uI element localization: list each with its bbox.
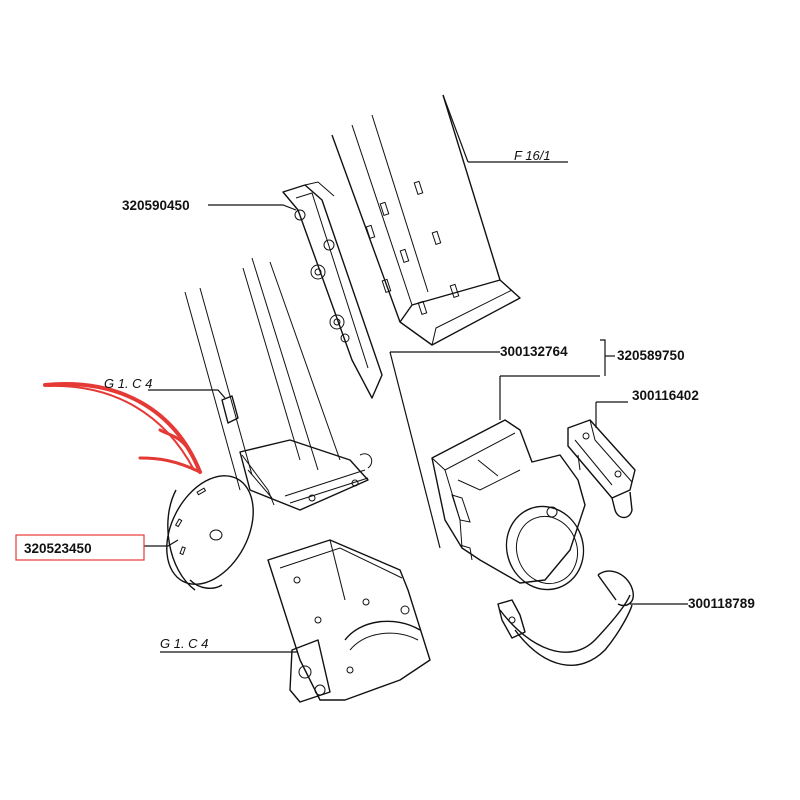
part-number-320589750[interactable]: 320589750 [617,348,685,363]
bracket-320590450-drawing [282,181,383,399]
part-number-300116402[interactable]: 300116402 [632,388,699,403]
plate-300116402-drawing [567,419,636,519]
left-duct-drawing [184,257,373,511]
part-number-320590450[interactable]: 320590450 [122,198,190,213]
leader-lines [144,94,688,653]
disc-320523450-drawing [166,475,254,591]
part-number-320523450[interactable]: 320523450 [24,541,92,556]
ref-f16-1: F 16/1 [514,148,551,163]
elbow-300132764-drawing [431,419,586,591]
ref-g1-c4-lower: G 1. C 4 [160,636,208,651]
highlight-box [15,534,145,561]
ref-g1-c4-upper: G 1. C 4 [104,376,152,391]
highlight-arrow [43,382,202,474]
part-number-300132764[interactable]: 300132764 [500,344,568,359]
part-number-300118789[interactable]: 300118789 [688,596,755,611]
clamp-300118789-drawing [497,570,634,666]
lower-support-drawing [267,539,431,703]
duct-f16-1-drawing [331,94,521,346]
